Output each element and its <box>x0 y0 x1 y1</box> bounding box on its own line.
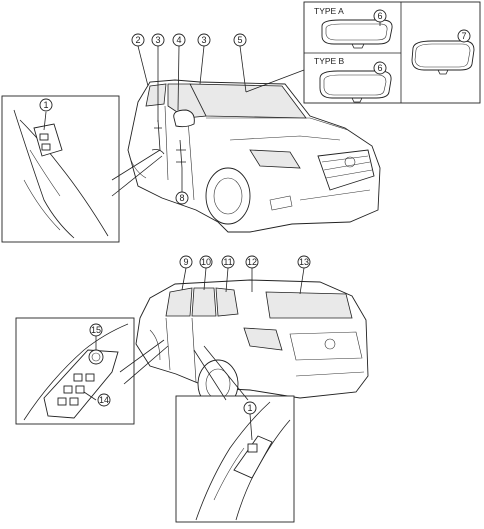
svg-text:10: 10 <box>201 257 211 267</box>
rear-view-mirror-type-a <box>321 19 393 49</box>
svg-text:1: 1 <box>247 403 252 413</box>
front-wheel <box>205 167 251 225</box>
svg-text:1: 1 <box>43 100 48 110</box>
driver-power-window-switch-inset <box>15 317 169 425</box>
callout-14: 14 <box>97 393 111 407</box>
rear-combination-lamp <box>243 327 283 351</box>
rear-view-mirror-type-b <box>319 70 392 103</box>
callout-12: 12 <box>245 255 259 269</box>
svg-text:14: 14 <box>99 395 109 405</box>
callout-13: 13 <box>297 255 311 269</box>
front-door-switch-inset <box>1 95 163 243</box>
callout-3-b: 3 <box>197 33 211 47</box>
callout-markers: 1 2 3 4 3 5 6 6 7 8 9 10 11 12 13 14 15 … <box>39 9 471 415</box>
type-b-label: TYPE B <box>314 56 345 66</box>
svg-text:5: 5 <box>237 35 242 45</box>
rear-side-window <box>145 83 167 107</box>
rear-vehicle-illustration <box>135 279 369 409</box>
svg-text:3: 3 <box>155 35 160 45</box>
mirror-panel: TYPE A TYPE B <box>303 1 481 104</box>
callout-7: 7 <box>457 29 471 43</box>
callout-1-top: 1 <box>39 98 53 112</box>
svg-text:6: 6 <box>377 63 382 73</box>
callout-15: 15 <box>89 323 103 337</box>
rear-view-mirror-frameless <box>411 40 475 75</box>
headlamp <box>249 149 301 169</box>
svg-text:8: 8 <box>179 193 184 203</box>
front-vehicle-illustration <box>127 79 381 233</box>
svg-text:7: 7 <box>461 31 466 41</box>
callout-4: 4 <box>172 33 186 47</box>
callout-5: 5 <box>233 33 247 47</box>
svg-text:9: 9 <box>183 257 188 267</box>
callout-3-a: 3 <box>151 33 165 47</box>
svg-text:6: 6 <box>377 11 382 21</box>
rear-inset-frame <box>175 395 295 523</box>
power-window-lock-switch <box>88 349 104 365</box>
front-grille <box>317 149 375 191</box>
svg-text:15: 15 <box>91 325 101 335</box>
back-window-glass <box>265 291 353 319</box>
callout-6-a: 6 <box>373 9 387 23</box>
rear-door-window-2 <box>191 287 217 317</box>
front-inset-frame <box>1 95 120 243</box>
type-a-label: TYPE A <box>314 6 344 16</box>
svg-text:3: 3 <box>201 35 206 45</box>
svg-text:12: 12 <box>247 257 257 267</box>
svg-text:4: 4 <box>176 35 181 45</box>
callout-6-b: 6 <box>373 61 387 75</box>
rear-door-window <box>165 287 193 317</box>
svg-text:2: 2 <box>135 35 140 45</box>
front-side-window <box>167 83 207 119</box>
quarter-window <box>215 287 239 317</box>
callout-8: 8 <box>175 191 189 205</box>
svg-text:11: 11 <box>223 257 232 267</box>
svg-text:13: 13 <box>299 257 309 267</box>
callout-11: 11 <box>221 255 235 269</box>
rear-door-switch-inset <box>175 345 295 523</box>
leader-lines <box>43 22 381 441</box>
callout-1-bottom: 1 <box>243 401 257 415</box>
callout-2: 2 <box>131 33 145 47</box>
callout-10: 10 <box>199 255 213 269</box>
callout-9: 9 <box>179 255 193 269</box>
outside-mirror <box>173 109 195 128</box>
